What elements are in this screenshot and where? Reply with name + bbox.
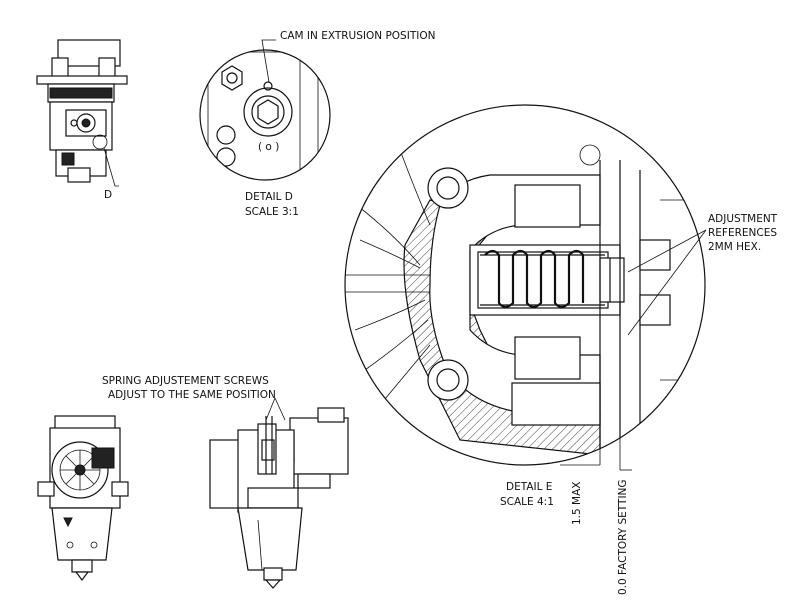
- bottom-center-extruder-view: [209, 397, 349, 589]
- adjustment-label-1: ADJUSTMENT: [708, 213, 778, 225]
- spring: [477, 249, 609, 309]
- cam-position-label: CAM IN EXTRUSION POSITION: [280, 30, 435, 42]
- adjustment-label-2: REFERENCES: [708, 227, 777, 239]
- factory-setting-label: 0.0 FACTORY SETTING: [617, 479, 629, 595]
- detail-d-scale: SCALE 3:1: [245, 206, 299, 218]
- detail-d-marker: D: [104, 189, 112, 201]
- top-left-extruder-view: [36, 39, 128, 187]
- detail-d-view: ( o ): [199, 39, 331, 181]
- bottom-left-extruder-view: [37, 415, 129, 581]
- spring-label-2: ADJUST TO THE SAME POSITION: [108, 389, 276, 401]
- adjustment-label-3: 2MM HEX.: [708, 241, 761, 253]
- max-dimension-label: 1.5 MAX: [571, 482, 583, 525]
- detail-e-view: [344, 104, 707, 471]
- detail-e-title: DETAIL E: [506, 481, 552, 493]
- cam-symbol-text: ( o ): [258, 141, 279, 153]
- detail-e-scale: SCALE 4:1: [500, 496, 554, 508]
- detail-d-title: DETAIL D: [245, 191, 293, 203]
- spring-label-1: SPRING ADJUSTEMENT SCREWS: [102, 375, 269, 387]
